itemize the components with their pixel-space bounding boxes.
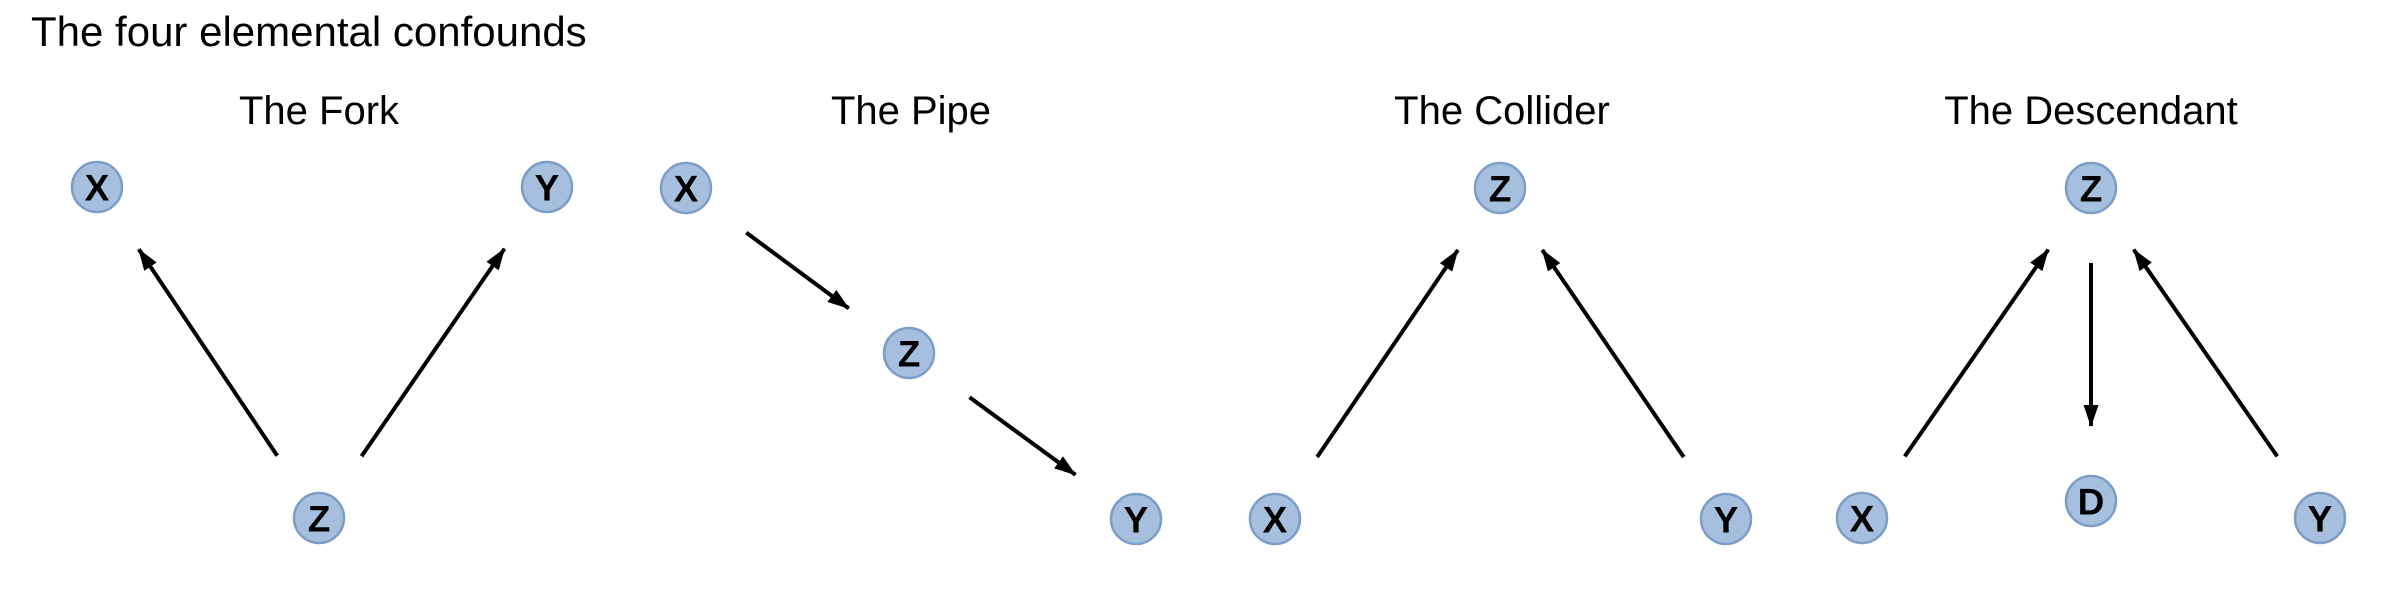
panel-title-the-descendant: The Descendant: [1944, 89, 2238, 133]
edge-the-descendant-X-to-Z: [1903, 248, 2050, 458]
node-the-collider-Z: [1473, 161, 1527, 215]
node-label-the-fork-Y: Y: [535, 167, 560, 208]
node-label-the-collider-X: X: [1263, 499, 1288, 540]
node-the-pipe-Z: [882, 326, 936, 380]
node-the-descendant-X: [1835, 491, 1889, 545]
node-the-pipe-Y: [1109, 492, 1163, 546]
node-label-the-pipe-X: X: [674, 168, 699, 209]
panel-title-the-fork: The Fork: [239, 89, 400, 133]
node-label-the-fork-Z: Z: [308, 498, 331, 539]
node-label-the-descendant-Z: Z: [2080, 168, 2103, 209]
node-the-pipe-X: [659, 161, 713, 215]
panel-title-the-collider: The Collider: [1394, 89, 1610, 133]
edge-the-collider-X-to-Z: [1315, 248, 1460, 459]
node-label-the-descendant-Y: Y: [2308, 498, 2333, 539]
node-label-the-collider-Z: Z: [1489, 168, 1512, 209]
node-label-the-collider-Y: Y: [1714, 499, 1739, 540]
page-title: The four elemental confounds: [31, 8, 587, 55]
edge-the-collider-Y-to-Z: [1540, 248, 1686, 459]
node-the-collider-X: [1248, 492, 1302, 546]
node-label-the-descendant-X: X: [1850, 498, 1875, 539]
panel-title-the-pipe: The Pipe: [831, 89, 991, 133]
node-the-descendant-D: [2064, 474, 2118, 528]
edge-the-fork-Z-to-X: [137, 248, 279, 457]
node-the-collider-Y: [1699, 492, 1753, 546]
node-the-fork-Z: [292, 491, 346, 545]
node-the-descendant-Z: [2064, 161, 2118, 215]
node-the-fork-Y: [520, 160, 574, 214]
node-the-fork-X: [70, 160, 124, 214]
node-the-descendant-Y: [2293, 491, 2347, 545]
node-label-the-descendant-D: D: [2078, 481, 2105, 522]
edge-the-descendant-Y-to-Z: [2132, 248, 2279, 458]
edge-the-pipe-Z-to-Y: [968, 395, 1077, 477]
node-label-the-pipe-Z: Z: [898, 333, 921, 374]
node-label-the-pipe-Y: Y: [1124, 499, 1149, 540]
edge-the-fork-Z-to-Y: [359, 247, 507, 458]
edge-the-pipe-X-to-Z: [745, 231, 850, 310]
node-label-the-fork-X: X: [85, 167, 110, 208]
